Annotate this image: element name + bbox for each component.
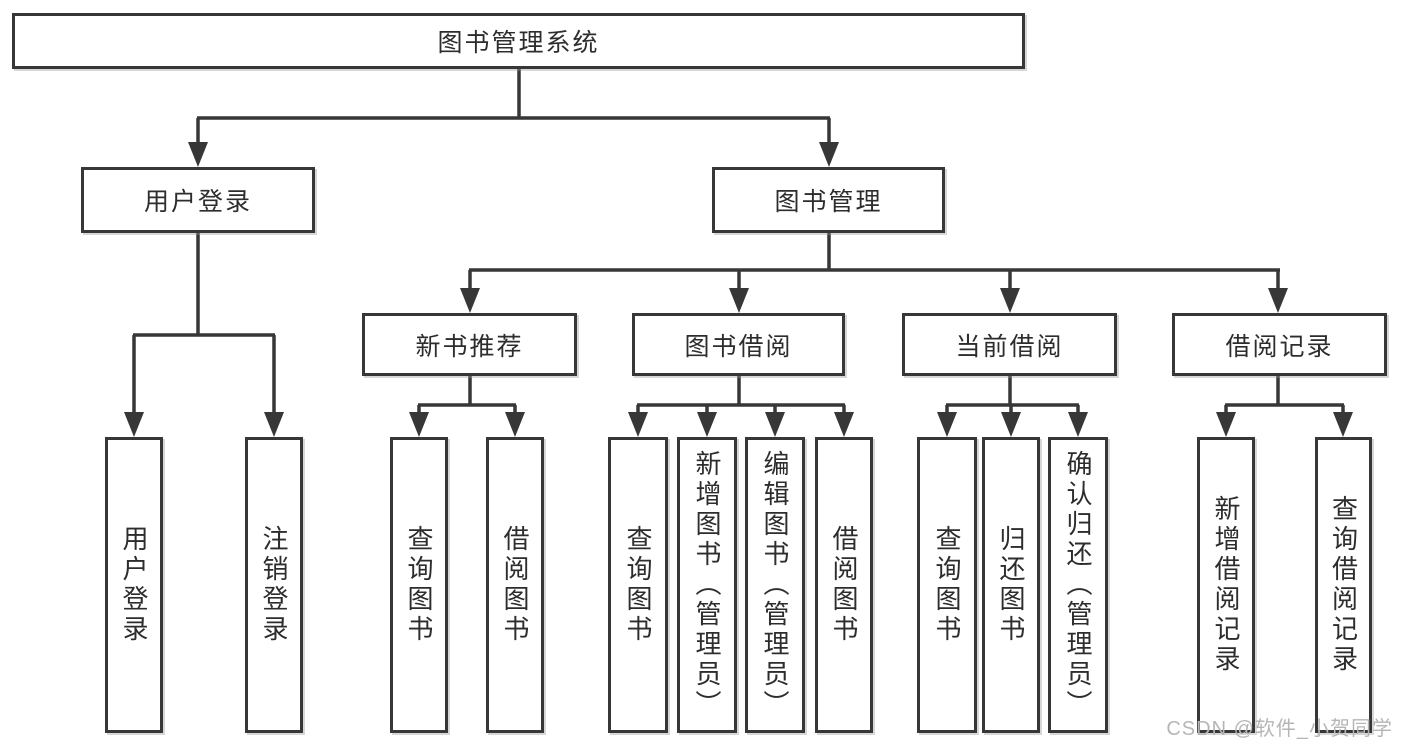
leaf-query-borrow-record: 查询借阅记录 bbox=[1315, 437, 1372, 733]
leaf-user-login: 用户登录 bbox=[105, 437, 163, 733]
node-new-book-recommend: 新书推荐 bbox=[362, 313, 577, 376]
leaf-user-login-label: 用户登录 bbox=[119, 525, 149, 645]
leaf-recommend-borrow-books-label: 借阅图书 bbox=[500, 525, 530, 645]
node-book-borrowing: 图书借阅 bbox=[632, 313, 845, 376]
leaf-add-books-admin: 新增图书（管理员） bbox=[677, 437, 737, 733]
leaf-confirm-return-admin: 确认归还（管理员） bbox=[1048, 437, 1108, 733]
leaf-logout: 注销登录 bbox=[245, 437, 303, 733]
node-user-login: 用户登录 bbox=[81, 167, 315, 233]
node-current-borrowing: 当前借阅 bbox=[902, 313, 1117, 376]
leaf-borrowing-borrow-books-label: 借阅图书 bbox=[829, 525, 859, 645]
leaf-borrowing-borrow-books: 借阅图书 bbox=[815, 437, 873, 733]
node-current-borrowing-label: 当前借阅 bbox=[955, 332, 1064, 361]
node-borrowing-records-label: 借阅记录 bbox=[1225, 332, 1334, 361]
leaf-current-query-books: 查询图书 bbox=[917, 437, 977, 733]
leaf-logout-label: 注销登录 bbox=[259, 525, 289, 645]
leaf-current-query-books-label: 查询图书 bbox=[932, 525, 962, 645]
node-root-label: 图书管理系统 bbox=[437, 29, 600, 57]
leaf-query-borrow-record-label: 查询借阅记录 bbox=[1328, 495, 1359, 675]
node-borrowing-records: 借阅记录 bbox=[1172, 313, 1387, 376]
node-new-book-recommend-label: 新书推荐 bbox=[415, 332, 524, 361]
node-root: 图书管理系统 bbox=[12, 13, 1025, 69]
leaf-edit-books-admin-label: 编辑图书（管理员） bbox=[760, 450, 790, 720]
leaf-return-books: 归还图书 bbox=[982, 437, 1040, 733]
csdn-watermark: CSDN @软件_小贺同学 bbox=[1166, 718, 1393, 740]
node-book-borrowing-label: 图书借阅 bbox=[684, 332, 793, 361]
node-book-management-label: 图书管理 bbox=[774, 188, 883, 216]
leaf-add-borrow-record-label: 新增借阅记录 bbox=[1211, 495, 1241, 675]
leaf-recommend-query-books-label: 查询图书 bbox=[404, 525, 434, 645]
leaf-add-books-admin-label: 新增图书（管理员） bbox=[692, 450, 722, 720]
node-book-management: 图书管理 bbox=[712, 167, 945, 233]
leaf-borrowing-query-books-label: 查询图书 bbox=[623, 525, 653, 645]
leaf-recommend-query-books: 查询图书 bbox=[390, 437, 448, 733]
leaf-borrowing-query-books: 查询图书 bbox=[608, 437, 668, 733]
leaf-edit-books-admin: 编辑图书（管理员） bbox=[745, 437, 805, 733]
leaf-recommend-borrow-books: 借阅图书 bbox=[486, 437, 544, 733]
leaf-confirm-return-admin-label: 确认归还（管理员） bbox=[1063, 450, 1093, 720]
leaf-return-books-label: 归还图书 bbox=[996, 525, 1026, 645]
node-user-login-label: 用户登录 bbox=[143, 188, 252, 216]
leaf-add-borrow-record: 新增借阅记录 bbox=[1197, 437, 1255, 733]
